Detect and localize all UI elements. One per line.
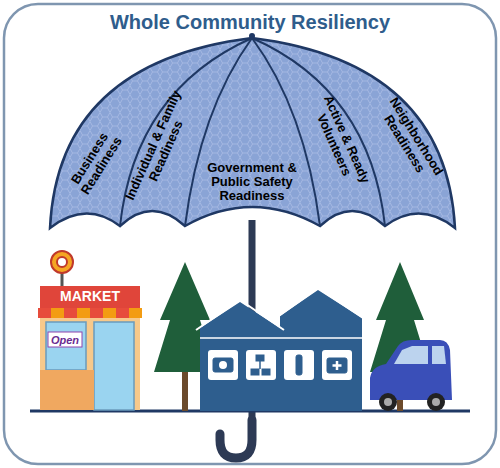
- panel-label: Government & Public Safety Readiness: [194, 161, 310, 204]
- title: Whole Community Resiliency: [40, 11, 460, 33]
- open-sign: Open: [48, 334, 82, 346]
- car: [370, 340, 452, 411]
- frame: [4, 4, 496, 464]
- store-sign: MARKET: [42, 289, 138, 304]
- umbrella-canopy: [50, 33, 455, 228]
- market-building: [38, 251, 142, 410]
- house: [196, 288, 366, 411]
